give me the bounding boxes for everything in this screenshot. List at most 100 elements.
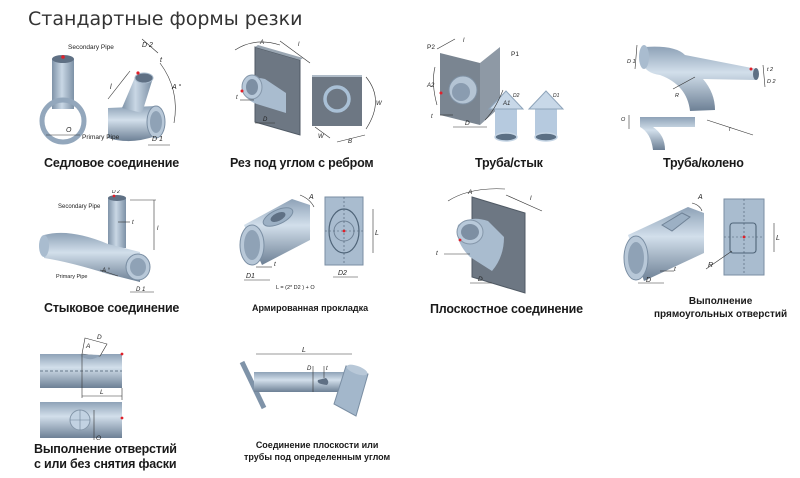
shape-caption: Армированная прокладка (252, 303, 369, 313)
svg-text:D: D (307, 366, 312, 372)
svg-text:D 1: D 1 (627, 59, 636, 65)
holes-chamfer-diagram: D A L O (40, 334, 124, 440)
secondary-pipe-side (52, 59, 74, 109)
branch-pipe (643, 46, 757, 111)
pipe-elbow-diagram: D 1 t 2 D 2 R l O (621, 44, 776, 150)
shape-caption: Седловое соединение (44, 156, 179, 170)
svg-text:D: D (465, 120, 470, 127)
svg-text:O: O (96, 435, 101, 440)
svg-text:O: O (621, 117, 626, 123)
svg-text:t: t (160, 57, 163, 64)
svg-text:W: W (376, 101, 383, 107)
svg-text:t: t (431, 114, 433, 120)
svg-text:L: L (302, 347, 306, 354)
formula-label: L = (2* D2 ) + O (276, 285, 315, 291)
svg-text:A: A (697, 194, 703, 201)
svg-text:A2: A2 (426, 83, 435, 89)
svg-text:L: L (375, 230, 379, 237)
svg-text:D 2: D 2 (767, 79, 776, 85)
rect-cutout (661, 212, 691, 232)
saddle-diagram: Secondary Pipe D 2 t A ° l O Primary Pip… (39, 38, 181, 146)
shape-caption: Выполнение отверстий с или без снятия фа… (34, 442, 177, 472)
svg-text:t: t (236, 95, 238, 101)
svg-text:t: t (436, 250, 439, 257)
svg-text:l: l (110, 84, 112, 91)
primary-pipe (44, 232, 140, 282)
svg-text:t: t (674, 266, 677, 273)
shape-caption: Труба/колено (663, 156, 744, 170)
svg-text:l: l (157, 226, 159, 232)
svg-text:B: B (348, 139, 352, 145)
shape-saddle: Secondary Pipe D 2 t A ° l O Primary Pip… (30, 35, 200, 170)
label-secondary-pipe: Secondary Pipe (68, 44, 114, 51)
arrow-pipe-d1 (527, 90, 565, 142)
secondary-pipe (122, 75, 152, 113)
shape-plane-angle-joint: L D t Соединение плоскости или трубы под… (230, 340, 400, 478)
svg-text:l: l (729, 127, 731, 133)
shape-caption: Выполнение прямоугольных отверстий (654, 295, 787, 321)
svg-text:R: R (708, 262, 713, 269)
angled-plate (239, 360, 267, 410)
shape-butt-joint: Secondary Pipe D 2 t l A ° Primary Pipe … (30, 190, 200, 320)
caption-line: с или без снятия фаски (34, 457, 177, 471)
hole (317, 378, 329, 385)
svg-text:D: D (478, 276, 483, 283)
pipe (254, 372, 348, 392)
svg-text:D1: D1 (246, 273, 255, 280)
svg-text:P1: P1 (511, 51, 519, 58)
caption-line: Выполнение отверстий (34, 442, 177, 456)
chamfer-tool (81, 337, 108, 357)
secondary-pipe (108, 198, 126, 248)
rect-holes-diagram: A L t D R (623, 194, 780, 284)
svg-text:A: A (308, 194, 314, 201)
svg-text:t: t (274, 261, 277, 268)
shape-plane-joint: A l t D Плоскостное соединение (430, 185, 590, 320)
shape-caption: Стыковое соединение (44, 301, 180, 315)
arrow-pipe-d2 (487, 90, 525, 142)
svg-text:D 1: D 1 (136, 287, 145, 293)
svg-text:D 1: D 1 (152, 136, 163, 143)
svg-text:O: O (66, 127, 72, 134)
svg-text:P2: P2 (427, 44, 435, 51)
pipe-opening (52, 55, 74, 63)
label-primary-pipe: Primary Pipe (82, 134, 120, 141)
shape-caption: Рез под углом с ребром (230, 156, 374, 170)
reinforced-pad-diagram: A L t D1 D2 L = (2* D2 ) + O (239, 194, 379, 291)
svg-text:A: A (85, 343, 90, 350)
shape-holes-chamfer: D A L O Выполнение отверстий с или без с… (30, 330, 200, 478)
shape-caption: Труба/стык (475, 156, 543, 170)
caption-line: прямоугольных отверстий (654, 309, 788, 320)
svg-text:t 2: t 2 (767, 67, 773, 73)
marker-dot (61, 55, 65, 59)
page-title: Стандартные формы резки (28, 8, 303, 30)
svg-text:R: R (675, 93, 679, 99)
svg-text:D 2: D 2 (112, 190, 120, 195)
svg-text:A °: A ° (101, 268, 110, 274)
svg-text:A1: A1 (502, 101, 510, 107)
svg-text:t: t (132, 220, 134, 226)
angle-cut-rib-diagram: A l t D W W B (234, 40, 383, 145)
shape-angle-cut-rib: A l t D W W B Рез под углом с ребром (230, 35, 400, 170)
svg-text:Secondary Pipe: Secondary Pipe (58, 204, 101, 210)
svg-text:L: L (776, 235, 780, 242)
svg-text:D1: D1 (553, 93, 560, 99)
caption-line: Выполнение (688, 296, 753, 307)
caption-line: трубы под определенным углом (244, 452, 391, 462)
svg-text:D: D (97, 334, 102, 341)
svg-text:Primary Pipe: Primary Pipe (56, 274, 87, 280)
primary-pipe (108, 106, 156, 142)
svg-text:D: D (263, 117, 268, 123)
butt-joint-diagram: Secondary Pipe D 2 t l A ° Primary Pipe … (39, 190, 159, 293)
svg-text:D: D (646, 277, 651, 284)
shape-reinforced-pad: A L t D1 D2 L = (2* D2 ) + O Армированна… (230, 185, 400, 320)
svg-text:A: A (467, 189, 472, 196)
shape-rect-holes: A L t D R Выполнение прямоугольных отвер… (610, 185, 800, 325)
caption-line: Соединение плоскости или (255, 440, 379, 450)
primary-pipe-ring (39, 97, 87, 145)
svg-text:D2: D2 (338, 270, 347, 277)
svg-text:A °: A ° (171, 83, 181, 91)
shape-pipe-joint: P2 l P1 A2 A1 t D D2 D1 Труба/стык (425, 35, 585, 170)
svg-text:D2: D2 (513, 93, 520, 99)
plane-joint-diagram: A l t D (436, 188, 543, 294)
svg-text:W: W (318, 134, 325, 140)
